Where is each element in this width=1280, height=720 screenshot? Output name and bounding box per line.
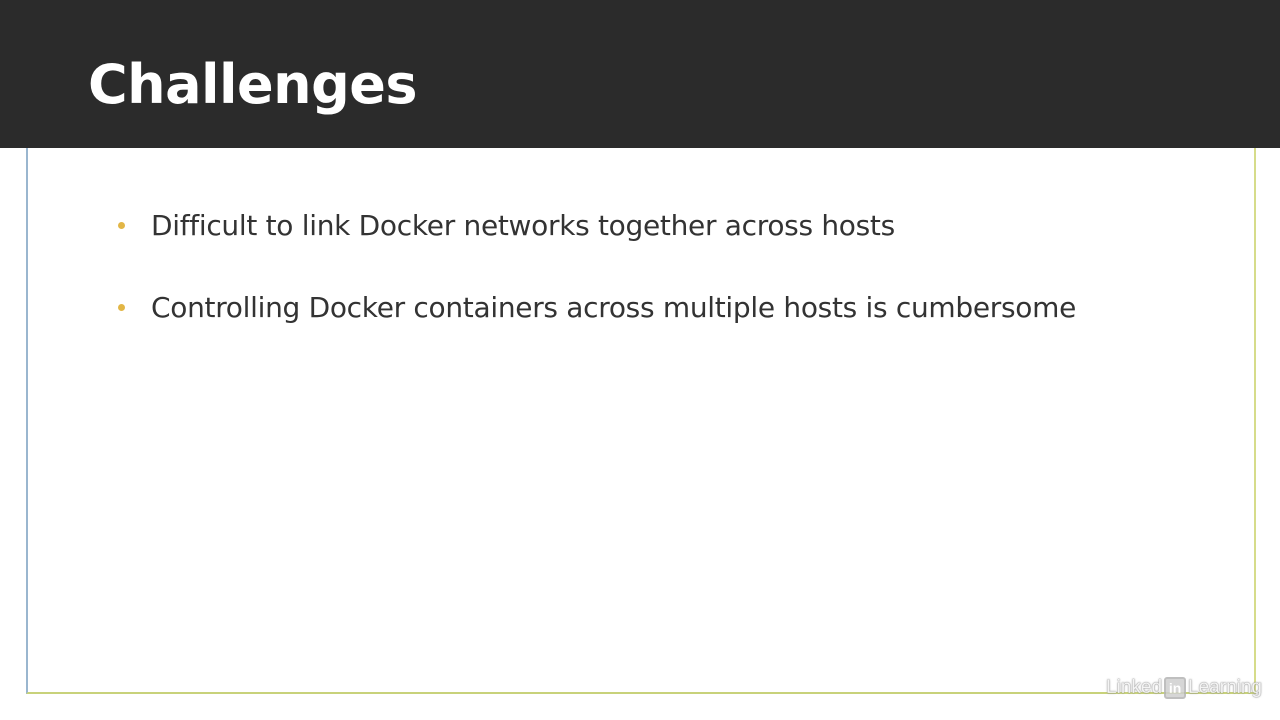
slide-title: Challenges (88, 53, 418, 116)
bullet-text: Controlling Docker containers across mul… (151, 290, 1077, 324)
content-frame (26, 148, 1256, 694)
watermark-learning-text: Learning (1188, 677, 1262, 698)
linkedin-learning-watermark: Linked in Learning (1106, 677, 1262, 699)
list-item: Controlling Docker containers across mul… (118, 282, 1076, 332)
linkedin-logo-icon: in (1164, 677, 1187, 699)
bullet-list: Difficult to link Docker networks togeth… (118, 200, 1076, 364)
title-bar: Challenges (0, 0, 1280, 148)
bullet-text: Difficult to link Docker networks togeth… (151, 208, 895, 242)
watermark-linked-text: Linked (1106, 677, 1163, 698)
bullet-dot-icon (118, 221, 125, 229)
bullet-dot-icon (118, 303, 125, 311)
list-item: Difficult to link Docker networks togeth… (118, 200, 1076, 250)
